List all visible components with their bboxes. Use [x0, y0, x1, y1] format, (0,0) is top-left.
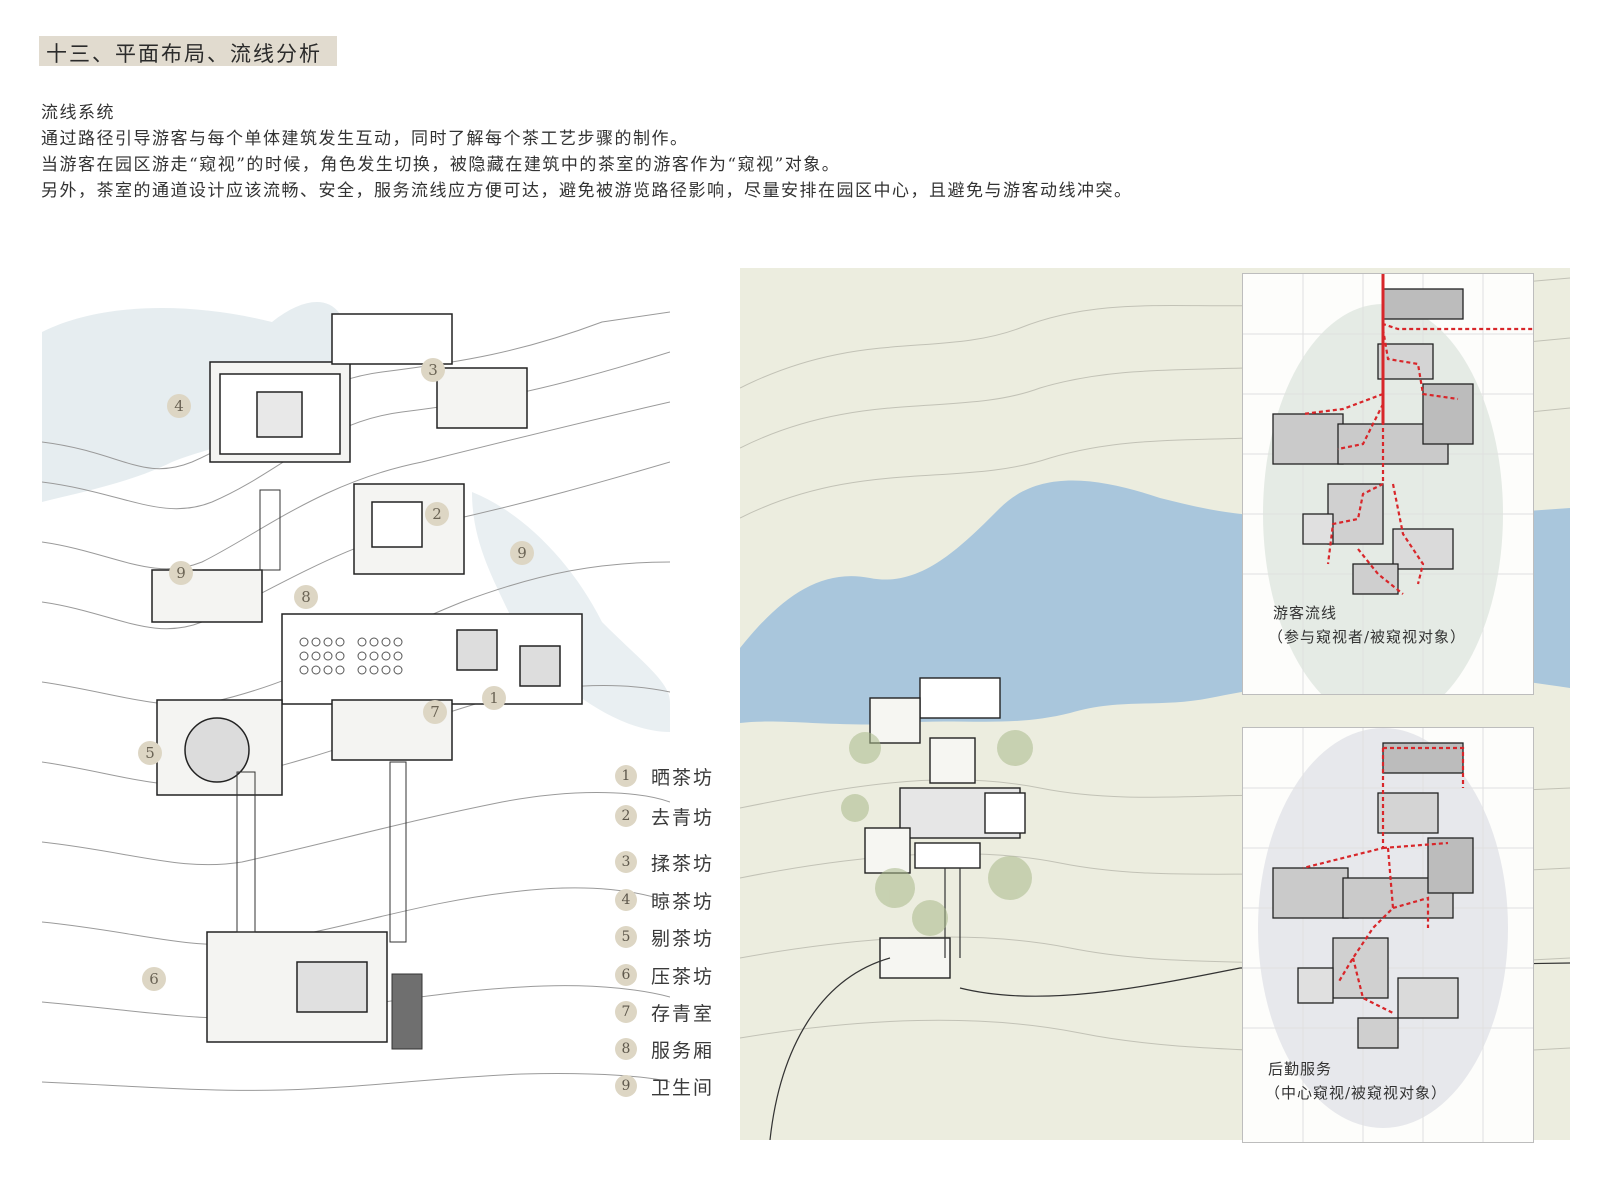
legend-number: 6 — [615, 964, 637, 986]
panel-buildings — [1272, 742, 1474, 1049]
legend-label: 晒茶坊 — [651, 766, 715, 789]
legend-label: 存青室 — [651, 1002, 715, 1025]
legend-item: 4 晾茶坊 — [615, 886, 714, 914]
legend-label: 压茶坊 — [651, 965, 715, 988]
legend-number: 8 — [615, 1038, 637, 1060]
legend-item: 9 卫生间 — [615, 1072, 714, 1100]
plan-tag: 5 — [138, 741, 162, 765]
legend-item: 7 存青室 — [615, 998, 714, 1026]
legend-number: 9 — [615, 1075, 637, 1097]
site-buildings — [864, 677, 1026, 979]
plan-tag: 1 — [482, 686, 506, 710]
plan-tag: 6 — [142, 967, 166, 991]
legend-label: 去青坊 — [651, 806, 715, 829]
site-paths — [769, 868, 1570, 1140]
legend-number: 2 — [615, 805, 637, 827]
panel-subcaption: （中心窥视/被窥视对象） — [1265, 1084, 1448, 1102]
service-flow-diagram — [1243, 728, 1533, 1142]
legend-number: 1 — [615, 765, 637, 787]
panel-subcaption: （参与窥视者/被窥视对象） — [1268, 628, 1467, 646]
panel-buildings — [1272, 288, 1474, 595]
plan-tag: 4 — [167, 394, 191, 418]
legend-number: 7 — [615, 1001, 637, 1023]
legend-item: 3 揉茶坊 — [615, 848, 714, 876]
drying-field-pattern — [299, 637, 403, 675]
legend-number: 5 — [615, 926, 637, 948]
legend-item: 6 压茶坊 — [615, 961, 714, 989]
legend-label: 揉茶坊 — [651, 852, 715, 875]
visitor-flow-diagram — [1243, 274, 1533, 724]
vegetation — [841, 730, 1033, 936]
floor-plan-drawing — [42, 302, 670, 1091]
page-title: 十三、平面布局、流线分析 — [46, 42, 322, 66]
plan-tag: 9 — [510, 541, 534, 565]
legend-number: 3 — [615, 851, 637, 873]
plan-tag: 9 — [169, 561, 193, 585]
intro-heading: 流线系统 — [41, 103, 115, 123]
legend-label: 剔茶坊 — [651, 927, 715, 950]
building-blocks — [151, 313, 583, 1043]
visitor-flow-panel: 游客流线 （参与窥视者/被窥视对象） — [1242, 273, 1534, 724]
plan-tag: 2 — [425, 502, 449, 526]
intro-line-1: 通过路径引导游客与每个单体建筑发生互动，同时了解每个茶工艺步骤的制作。 — [41, 129, 689, 149]
service-route-line — [1302, 746, 1465, 1014]
legend-item: 2 去青坊 — [615, 802, 714, 830]
water-wash-top — [42, 302, 348, 502]
legend-item: 1 晒茶坊 — [615, 762, 714, 790]
title-background — [39, 36, 337, 66]
plan-tag: 3 — [421, 358, 445, 382]
stairs-walkways — [236, 489, 423, 1050]
legend-item: 5 剔茶坊 — [615, 923, 714, 951]
legend-label: 卫生间 — [651, 1076, 715, 1099]
service-flow-panel: 后勤服务 （中心窥视/被窥视对象） — [1242, 727, 1534, 1143]
panel-caption: 游客流线 — [1273, 604, 1338, 622]
plan-tag: 8 — [294, 585, 318, 609]
intro-line-3: 另外，茶室的通道设计应该流畅、安全，服务流线应方便可达，避免被游览路径影响，尽量… — [41, 181, 1133, 201]
legend-number: 4 — [615, 889, 637, 911]
legend-label: 服务厢 — [651, 1039, 715, 1062]
intro-line-2: 当游客在园区游走“窥视”的时候，角色发生切换，被隐藏在建筑中的茶室的游客作为“窥… — [41, 155, 841, 175]
legend-item: 8 服务厢 — [615, 1035, 714, 1063]
plan-tag: 7 — [423, 700, 447, 724]
visitor-route-line — [1302, 274, 1533, 595]
legend-label: 晾茶坊 — [651, 890, 715, 913]
panel-caption: 后勤服务 — [1268, 1060, 1333, 1078]
